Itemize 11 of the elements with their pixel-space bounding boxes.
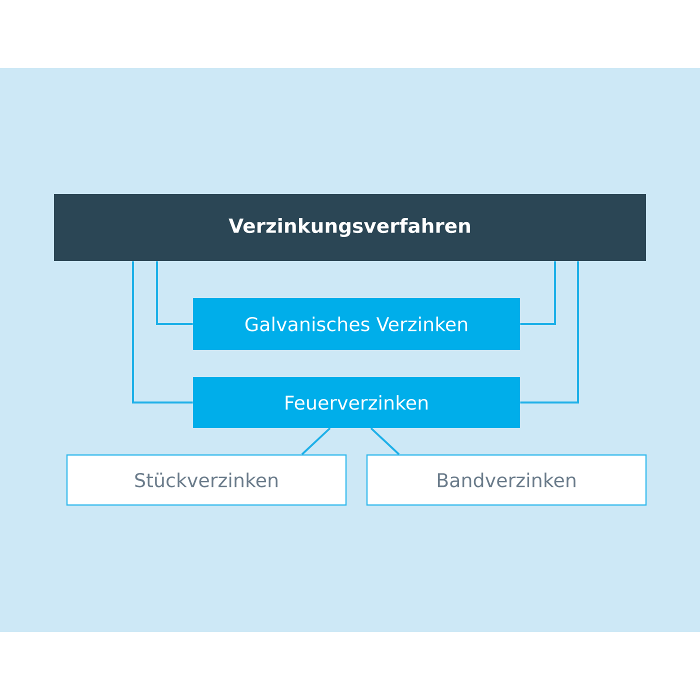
connector-line: [520, 261, 579, 404]
sub-process-box: Stückverzinken: [66, 454, 347, 506]
connector-line: [520, 261, 556, 325]
connector-line: [156, 261, 193, 325]
process-box: Galvanisches Verzinken: [193, 298, 520, 350]
sub-process-box: Bandverzinken: [366, 454, 647, 506]
connector-line: [132, 261, 193, 404]
process-box: Feuerverzinken: [193, 377, 520, 428]
connector-line: [370, 427, 400, 456]
connector-line: [301, 427, 331, 456]
heading-box: Verzinkungsverfahren: [54, 194, 646, 261]
